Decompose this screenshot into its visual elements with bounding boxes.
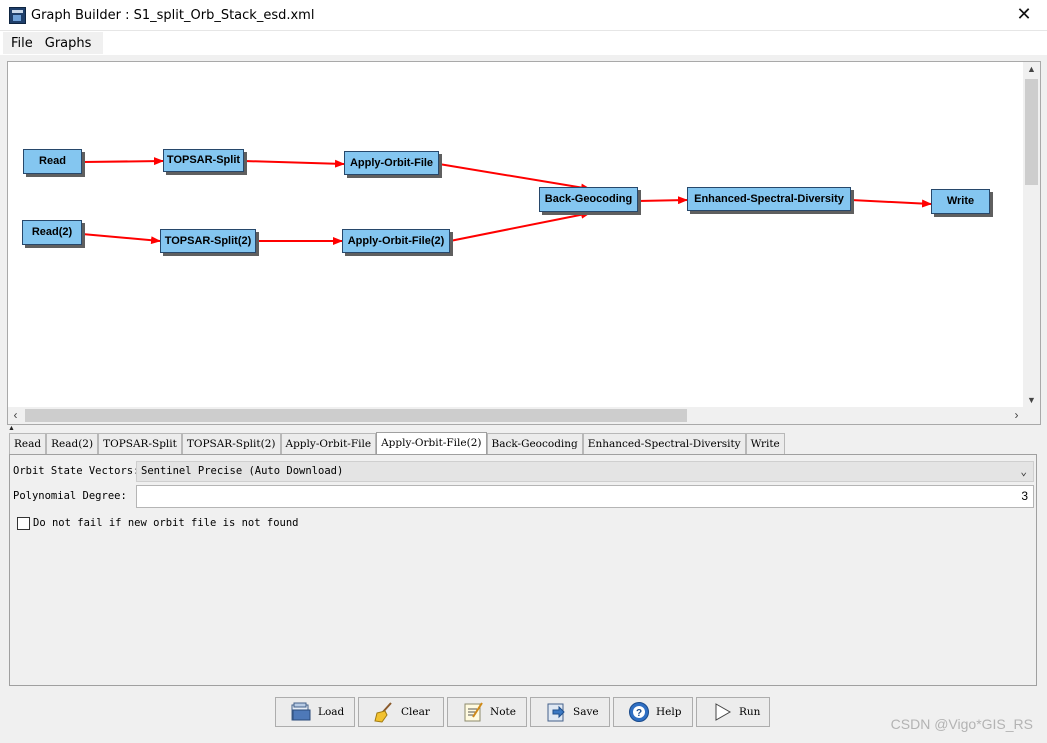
do-not-fail-label: Do not fail if new orbit file is not fou…	[33, 517, 299, 529]
tab-topsar-split[interactable]: TOPSAR-Split	[98, 433, 182, 454]
chevron-down-icon[interactable]: ⌄	[1020, 465, 1027, 478]
horizontal-scroll-thumb[interactable]	[25, 409, 687, 422]
scroll-corner	[1023, 407, 1040, 424]
edge-esd-write	[850, 199, 932, 208]
note-icon	[462, 701, 484, 723]
snap-app-icon	[9, 7, 26, 24]
edge-apply-orbit2-back-geocoding	[449, 210, 591, 242]
edge-topsar-split-apply-orbit	[243, 159, 345, 168]
play-icon	[711, 701, 733, 723]
menu-file[interactable]: File	[11, 36, 33, 51]
tab-enhanced-spectral-diversity[interactable]: Enhanced-Spectral-Diversity	[582, 433, 746, 454]
edge-read2-topsar-split2	[81, 233, 161, 245]
tab-back-geocoding[interactable]: Back-Geocoding	[486, 433, 583, 454]
clear-button[interactable]: Clear	[358, 697, 444, 727]
save-icon	[545, 701, 567, 723]
folder-icon	[290, 701, 312, 723]
vertical-scrollbar[interactable]: ▲ ▼	[1023, 62, 1040, 408]
polynomial-degree-input[interactable]: 3	[136, 485, 1034, 508]
edge-back-geocoding-esd	[637, 196, 688, 205]
vertical-scroll-thumb[interactable]	[1025, 79, 1038, 185]
close-icon[interactable]: ✕	[1016, 4, 1032, 25]
help-button[interactable]: ? Help	[613, 697, 693, 727]
tab-apply-orbit-file[interactable]: Apply-Orbit-File	[280, 433, 377, 454]
run-button[interactable]: Run	[696, 697, 770, 727]
operator-tabs: Read Read(2) TOPSAR-Split TOPSAR-Split(2…	[9, 432, 785, 454]
node-write[interactable]: Write	[931, 189, 990, 214]
save-button[interactable]: Save	[530, 697, 610, 727]
tab-read[interactable]: Read	[9, 433, 47, 454]
scroll-left-icon[interactable]: ‹	[13, 408, 18, 422]
node-apply-orbit-file[interactable]: Apply-Orbit-File	[344, 151, 439, 175]
scroll-up-icon[interactable]: ▲	[1027, 64, 1036, 74]
menu-graphs[interactable]: Graphs	[44, 36, 92, 51]
svg-text:?: ?	[636, 708, 642, 719]
orbit-state-vectors-label: Orbit State Vectors:	[13, 465, 140, 477]
tab-topsar-split-2[interactable]: TOPSAR-Split(2)	[181, 433, 281, 454]
do-not-fail-checkbox[interactable]	[17, 517, 30, 530]
load-button[interactable]: Load	[275, 697, 355, 727]
graph-edges	[81, 157, 932, 245]
edge-read-topsar-split	[82, 157, 164, 166]
watermark-text: CSDN @Vigo*GIS_RS	[890, 716, 1033, 732]
tab-read-2[interactable]: Read(2)	[46, 433, 99, 454]
node-topsar-split[interactable]: TOPSAR-Split	[163, 149, 244, 172]
graph-canvas[interactable]: Read TOPSAR-Split Apply-Orbit-File Read(…	[7, 61, 1041, 425]
node-apply-orbit-file-2[interactable]: Apply-Orbit-File(2)	[342, 229, 450, 253]
node-read-2[interactable]: Read(2)	[22, 220, 82, 245]
broom-icon	[373, 701, 395, 723]
scroll-down-icon[interactable]: ▼	[1027, 395, 1036, 405]
tab-write[interactable]: Write	[745, 433, 785, 454]
node-read[interactable]: Read	[23, 149, 82, 174]
polynomial-degree-label: Polynomial Degree:	[13, 490, 127, 502]
horizontal-scrollbar[interactable]: ‹ ›	[8, 407, 1024, 424]
scroll-right-icon[interactable]: ›	[1014, 408, 1019, 422]
node-topsar-split-2[interactable]: TOPSAR-Split(2)	[160, 229, 256, 253]
node-back-geocoding[interactable]: Back-Geocoding	[539, 187, 638, 212]
note-button[interactable]: Note	[447, 697, 527, 727]
edge-apply-orbit-back-geocoding	[438, 163, 591, 192]
tab-apply-orbit-file-2[interactable]: Apply-Orbit-File(2)	[376, 432, 487, 454]
window-title: Graph Builder : S1_split_Orb_Stack_esd.x…	[31, 8, 315, 23]
help-icon: ?	[628, 701, 650, 723]
orbit-state-vectors-value: Sentinel Precise (Auto Download)	[141, 465, 344, 477]
title-bar: Graph Builder : S1_split_Orb_Stack_esd.x…	[0, 0, 1047, 31]
node-enhanced-spectral-diversity[interactable]: Enhanced-Spectral-Diversity	[687, 187, 851, 211]
orbit-state-vectors-select[interactable]: Sentinel Precise (Auto Download) ⌄	[136, 461, 1034, 482]
menu-bar: File Graphs	[0, 31, 1047, 55]
